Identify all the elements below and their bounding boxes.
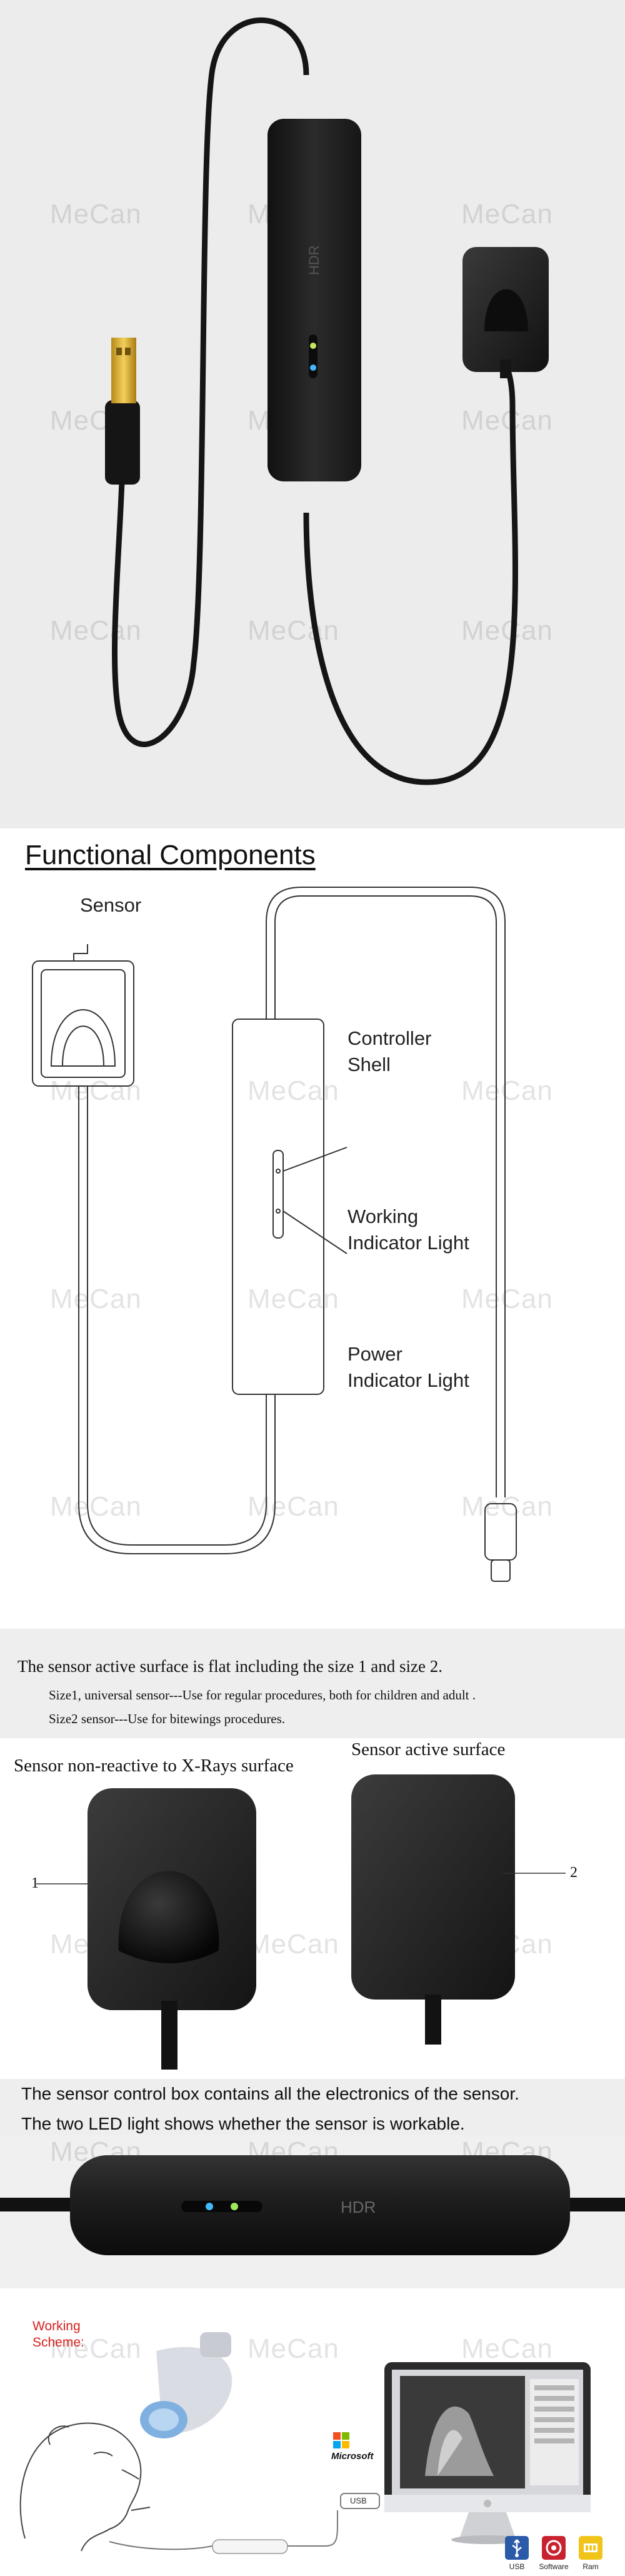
sensor-size2 (351, 1774, 515, 2000)
software-icon (542, 2536, 566, 2560)
sensor-device-photo: HDR (105, 17, 549, 785)
watermark: MeCan (248, 2333, 339, 2364)
control-box-photo (0, 2155, 625, 2255)
sensor-surfaces-photo (36, 1774, 566, 2070)
watermark: MeCan (248, 1929, 339, 1960)
active-surface-label: Sensor active surface (351, 1739, 506, 1759)
watermark: MeCan (50, 1491, 142, 1522)
usb-plug (105, 400, 140, 485)
watermark: MeCan (50, 199, 142, 229)
controller-box (268, 119, 361, 481)
watermark: MeCan (248, 1491, 339, 1522)
usb-icon-label: USB (509, 2562, 525, 2571)
sensor-label: Sensor (80, 894, 142, 916)
watermark: MeCan (248, 615, 339, 646)
svg-text:HDR: HDR (306, 245, 322, 275)
product-photo-section: MeCan MeCan MeCan MeCan MeCan MeCan MeCa… (0, 0, 625, 828)
usb-icon (505, 2536, 529, 2560)
functional-components-title: Functional Components (25, 840, 316, 870)
usb-port-label: USB (350, 2496, 367, 2505)
controller-box (70, 2155, 570, 2255)
watermark: MeCan (461, 1491, 553, 1522)
watermark: MeCan (50, 615, 142, 646)
watermark: MeCan (461, 1284, 553, 1314)
sensor-surfaces-section: MeCan MeCan MeCan Sensor non-reactive to… (0, 1738, 625, 2079)
size1-text: Size1, universal sensor---Use for regula… (49, 1688, 476, 1703)
line-drawing (32, 887, 517, 1582)
callout-2: 2 (570, 1864, 578, 1881)
working-scheme-title: Working Scheme: (32, 2319, 84, 2350)
watermark: MeCan (50, 1075, 142, 1106)
working-indicator-label: Working Indicator Light (348, 1205, 469, 1254)
watermark: MeCan (50, 2333, 142, 2364)
patient-sketch (19, 2422, 151, 2552)
non-reactive-surface-label: Sensor non-reactive to X-Rays surface (14, 1756, 294, 1776)
watermark: MeCan (461, 199, 553, 229)
working-scheme-section: MeCan MeCan MeCan Working Scheme: (0, 2288, 625, 2576)
xray-unit (140, 2332, 232, 2438)
watermark: MeCan (461, 615, 553, 646)
sensor-description: The sensor active surface is flat includ… (0, 1629, 625, 1738)
size2-text: Size2 sensor---Use for bitewings procedu… (49, 1711, 286, 1726)
functional-components-header: Functional Components (0, 828, 625, 878)
watermark: MeCan (461, 1075, 553, 1106)
microsoft-label: Microsoft (331, 2451, 374, 2462)
software-icon-label: Software (539, 2562, 569, 2571)
watermark: MeCan (50, 1284, 142, 1314)
hdr-label: HDR (341, 2198, 376, 2216)
control-box-closeup: MeCan MeCan MeCan HDR (0, 2135, 625, 2288)
watermark: MeCan (461, 405, 553, 436)
controller-shell-label: Controller Shell (348, 1027, 432, 1075)
components-diagram: MeCan MeCan MeCan MeCan MeCan MeCan MeCa… (0, 878, 625, 1629)
sensor-surface-text: The sensor active surface is flat includ… (18, 1657, 443, 1676)
working-scheme-illustration (19, 2332, 591, 2554)
callout-1: 1 (31, 1875, 39, 1891)
power-indicator-label: Power Indicator Light (348, 1343, 469, 1391)
ram-icon-label: Ram (582, 2562, 599, 2571)
ram-icon (579, 2536, 602, 2560)
microsoft-logo (333, 2432, 349, 2448)
control-box-text-1: The sensor control box contains all the … (21, 2084, 519, 2103)
control-box-description: The sensor control box contains all the … (0, 2079, 625, 2135)
monitor (384, 2362, 591, 2544)
control-box-text-2: The two LED light shows whether the sens… (21, 2114, 465, 2133)
watermark: MeCan (461, 2333, 553, 2364)
